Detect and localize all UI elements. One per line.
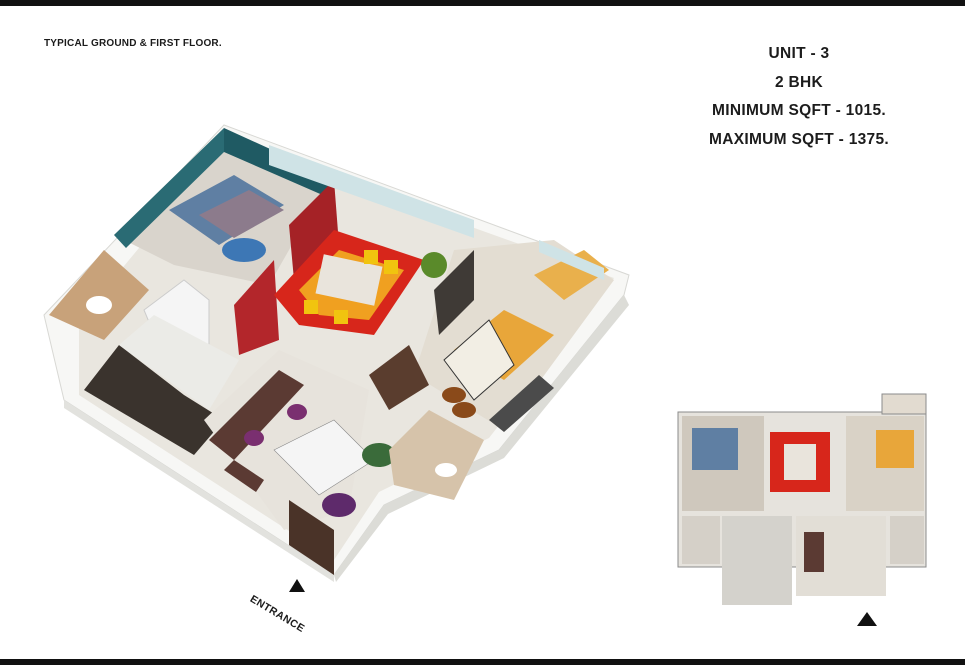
dining-chair-4 (384, 260, 398, 274)
chair-bedroom-2a (442, 387, 466, 403)
floor-slab-side (64, 400, 334, 582)
entrance-arrow-icon (289, 579, 305, 592)
armchair-purple (322, 493, 356, 517)
mini-balcony (881, 393, 927, 415)
pouf-2 (244, 430, 264, 446)
sofa-l (209, 370, 304, 460)
unit-max-sqft: MAXIMUM SQFT - 1375. (709, 130, 889, 148)
wardrobe-bedroom-2 (434, 250, 474, 335)
bed-2-rug (443, 319, 515, 401)
desk-bedroom-2 (489, 375, 554, 432)
mini-kitchen (722, 516, 792, 605)
wc-2 (435, 463, 457, 477)
dining-chair-1 (304, 300, 318, 314)
unit-min-sqft: MINIMUM SQFT - 1015. (712, 102, 886, 119)
toilet-1 (49, 250, 149, 340)
mini-sofa (804, 532, 824, 572)
dining-table (315, 254, 383, 306)
mini-bed-2 (876, 430, 914, 468)
unit-name: UNIT - 3 (768, 45, 830, 62)
kitchen-floor (119, 315, 239, 410)
chair-bedroom-1 (222, 238, 266, 262)
floor-plan-2d (677, 393, 927, 605)
chair-bedroom-2b (452, 402, 476, 418)
armchair-green (362, 443, 396, 467)
mini-toilet-2 (890, 516, 924, 564)
plant-dining (421, 252, 447, 278)
entrance-door (289, 500, 334, 575)
bedroom-1-wall-left (114, 128, 224, 248)
bedroom-2-window (539, 240, 604, 280)
top-border (0, 0, 965, 6)
tv-wall (369, 345, 429, 410)
wc-1 (86, 296, 112, 314)
unit-type: 2 BHK (774, 73, 823, 91)
entrance-label: ENTRANCE (247, 593, 307, 635)
sofa-l-2 (224, 460, 264, 492)
bed-1-cover (199, 190, 284, 238)
kitchen-counter (84, 345, 224, 455)
red-partition (234, 260, 279, 355)
unit-info: UNIT - 3 2 BHK MINIMUM SQFT - 1015. MAXI… (669, 40, 929, 154)
toilet-2 (389, 410, 484, 500)
mini-toilet-1 (682, 516, 720, 564)
bottom-border (0, 659, 965, 665)
pouf-1 (287, 404, 307, 420)
mini-dining-table (784, 444, 816, 480)
dining-chair-3 (364, 250, 378, 264)
dining-chair-2 (334, 310, 348, 324)
mini-bed-1 (692, 428, 738, 470)
window-strip (269, 145, 474, 238)
red-partition-2 (289, 180, 339, 280)
mini-entrance-arrow (857, 612, 877, 626)
floor-plan-3d (43, 124, 630, 582)
floor-label: TYPICAL GROUND & FIRST FLOOR. (44, 38, 222, 49)
